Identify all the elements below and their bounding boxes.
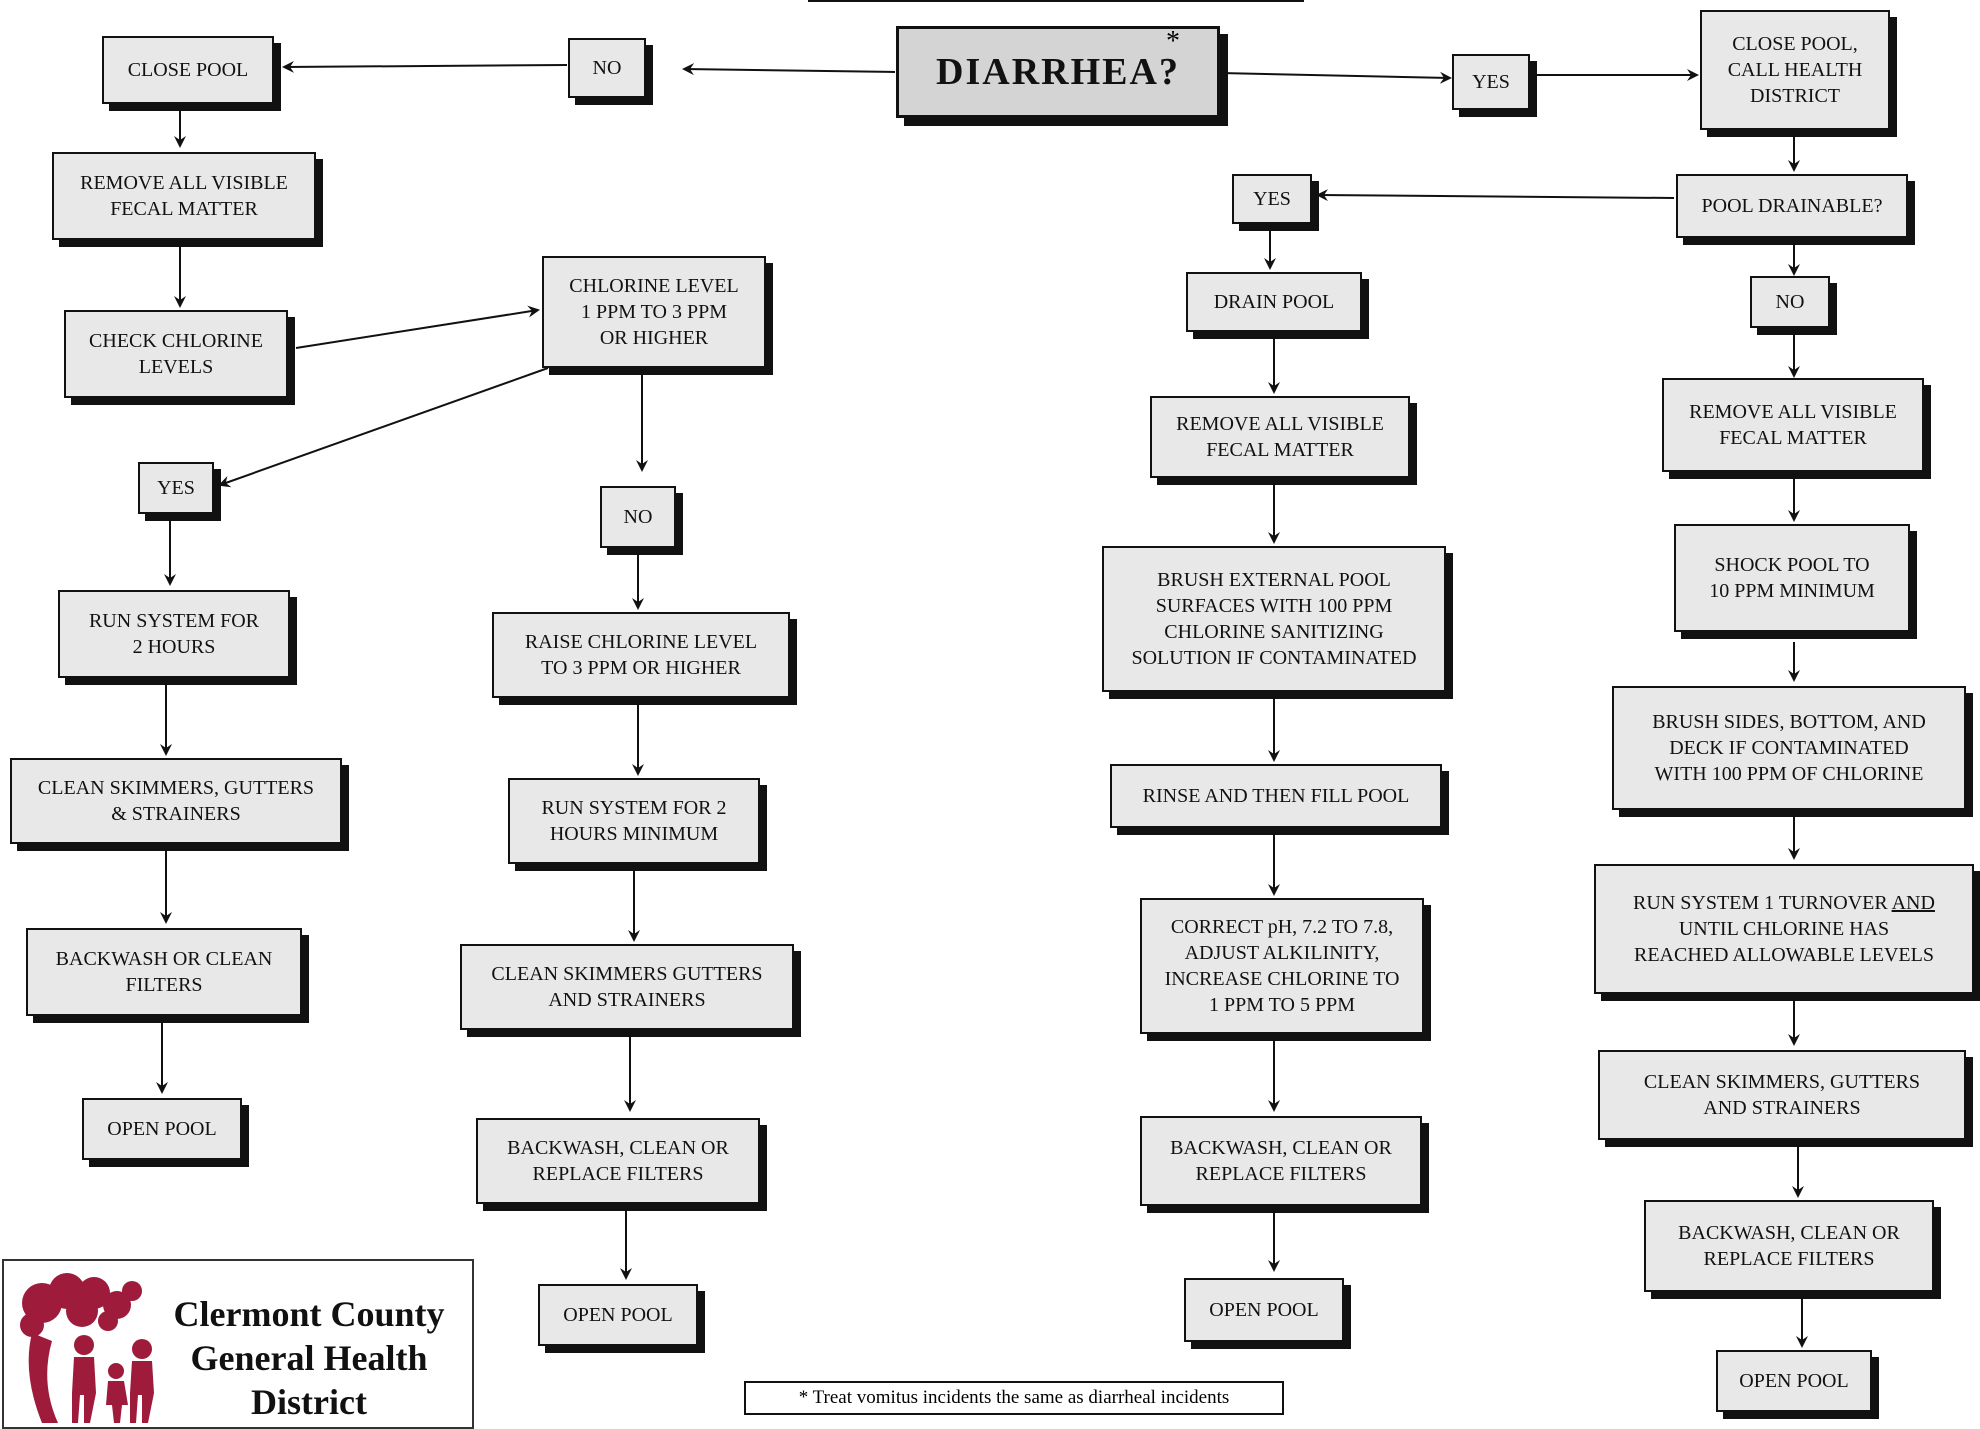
arrow-title-to-yes bbox=[1219, 71, 1452, 84]
step-open-pool-2: OPEN POOL bbox=[538, 1284, 698, 1346]
step-clean-skimmers-4: CLEAN SKIMMERS, GUTTERS AND STRAINERS bbox=[1598, 1050, 1966, 1140]
step-remove-fecal-matter-1: REMOVE ALL VISIBLE FECAL MATTER bbox=[52, 152, 316, 240]
step-clean-skimmers-2: CLEAN SKIMMERS GUTTERS AND STRAINERS bbox=[460, 944, 794, 1030]
logo-line-3: District bbox=[251, 1382, 367, 1422]
turnover-text: RUN SYSTEM 1 TURNOVER AND UNTIL CHLORINE… bbox=[1633, 892, 1935, 966]
logo-line-2: General Health bbox=[190, 1338, 428, 1378]
step-run-system-turnover: RUN SYSTEM 1 TURNOVER AND UNTIL CHLORINE… bbox=[1594, 864, 1974, 994]
footnote-vomitus: * Treat vomitus incidents the same as di… bbox=[744, 1381, 1284, 1415]
step-brush-sides-bottom-deck: BRUSH SIDES, BOTTOM, AND DECK IF CONTAMI… bbox=[1612, 686, 1966, 810]
decision-no-chlorine: NO bbox=[600, 486, 676, 548]
arrow-drainable-to-yes bbox=[1316, 189, 1675, 202]
step-drain-pool: DRAIN POOL bbox=[1186, 272, 1362, 332]
step-backwash-4: BACKWASH, CLEAN OR REPLACE FILTERS bbox=[1644, 1200, 1934, 1292]
arrow-chlorine-to-yes bbox=[218, 367, 549, 488]
decision-no-drainable: NO bbox=[1750, 276, 1830, 328]
logo-line-1: Clermont County bbox=[173, 1294, 445, 1334]
step-open-pool-1: OPEN POOL bbox=[82, 1098, 242, 1160]
decision-yes-chlorine: YES bbox=[138, 462, 214, 514]
step-brush-external-surfaces: BRUSH EXTERNAL POOL SURFACES WITH 100 PP… bbox=[1102, 546, 1446, 692]
step-open-pool-3: OPEN POOL bbox=[1184, 1278, 1344, 1342]
decision-yes-drainable: YES bbox=[1232, 174, 1312, 224]
top-rule bbox=[808, 0, 1304, 2]
step-run-system-2-hours-minimum: RUN SYSTEM FOR 2 HOURS MINIMUM bbox=[508, 778, 760, 864]
title-footnote-marker: * bbox=[1166, 26, 1180, 57]
step-close-pool-call-health-district: CLOSE POOL, CALL HEALTH DISTRICT bbox=[1700, 10, 1890, 130]
step-remove-fecal-matter-3: REMOVE ALL VISIBLE FECAL MATTER bbox=[1150, 396, 1410, 478]
step-backwash-1: BACKWASH OR CLEAN FILTERS bbox=[26, 928, 302, 1016]
step-run-system-2-hours: RUN SYSTEM FOR 2 HOURS bbox=[58, 590, 290, 678]
diarrhea-question-title: DIARRHEA? bbox=[896, 26, 1220, 118]
tree-family-logo-icon bbox=[20, 1273, 154, 1423]
step-clean-skimmers-1: CLEAN SKIMMERS, GUTTERS & STRAINERS bbox=[10, 758, 342, 844]
step-backwash-2: BACKWASH, CLEAN OR REPLACE FILTERS bbox=[476, 1118, 760, 1204]
step-close-pool: CLOSE POOL bbox=[102, 36, 274, 104]
step-check-chlorine-levels: CHECK CHLORINE LEVELS bbox=[64, 310, 288, 398]
step-backwash-3: BACKWASH, CLEAN OR REPLACE FILTERS bbox=[1140, 1116, 1422, 1206]
arrow-check-to-chlorine-level bbox=[295, 305, 540, 349]
decision-no-diarrhea: NO bbox=[568, 38, 646, 98]
turnover-and-emphasis: AND bbox=[1891, 892, 1935, 914]
step-raise-chlorine: RAISE CHLORINE LEVEL TO 3 PPM OR HIGHER bbox=[492, 612, 790, 698]
step-open-pool-4: OPEN POOL bbox=[1716, 1350, 1872, 1412]
decision-pool-drainable: POOL DRAINABLE? bbox=[1676, 174, 1908, 238]
step-shock-pool: SHOCK POOL TO 10 PPM MINIMUM bbox=[1674, 524, 1910, 632]
title-text: DIARRHEA? bbox=[936, 51, 1180, 93]
step-rinse-and-fill: RINSE AND THEN FILL POOL bbox=[1110, 764, 1442, 828]
arrow-title-to-no bbox=[682, 63, 896, 76]
step-correct-ph: CORRECT pH, 7.2 TO 7.8, ADJUST ALKILINIT… bbox=[1140, 898, 1424, 1034]
health-district-logo: Clermont County General Health District bbox=[2, 1259, 474, 1429]
arrow-no-to-close-pool bbox=[282, 60, 568, 73]
step-remove-fecal-matter-4: REMOVE ALL VISIBLE FECAL MATTER bbox=[1662, 378, 1924, 472]
decision-chlorine-level: CHLORINE LEVEL 1 PPM TO 3 PPM OR HIGHER bbox=[542, 256, 766, 368]
decision-yes-diarrhea: YES bbox=[1452, 54, 1530, 110]
